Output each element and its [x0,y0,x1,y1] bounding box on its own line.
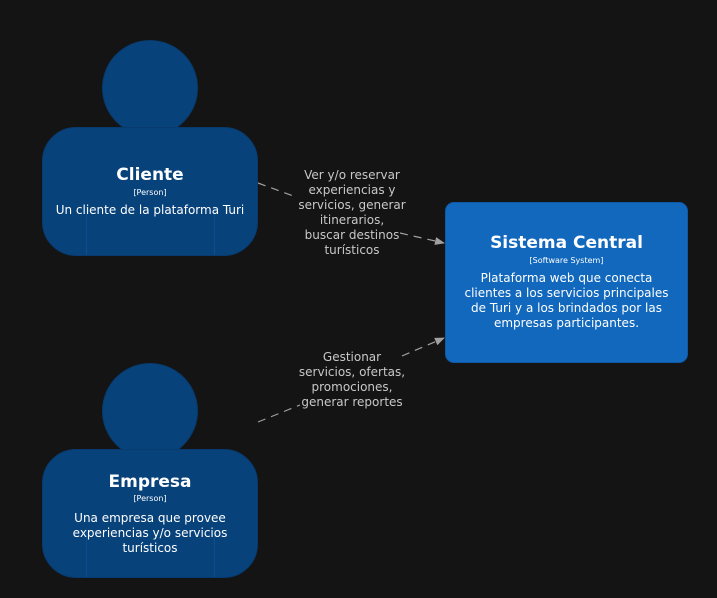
node-type: [Person] [133,188,167,197]
software-system-sistema-central[interactable]: Sistema Central [Software System] Plataf… [445,202,688,363]
node-type: [Software System] [529,256,604,265]
node-description: Un cliente de la plataforma Turi [55,203,245,217]
relationship-label-cliente-sistema: Ver y/o reservar experiencias y servicio… [298,168,406,257]
relationship-line-empresa-sistema [257,404,301,423]
person-icon [102,40,198,136]
relationship-line-cliente-sistema [257,182,297,198]
relationship-label-empresa-sistema: Gestionar servicios, ofertas, promocione… [298,350,406,409]
leg-divider-left [86,528,87,577]
leg-divider-right [214,206,215,255]
relationship-line-empresa-sistema-end [401,337,445,357]
leg-divider-left [86,206,87,255]
relationship-line-cliente-sistema-end [399,232,445,245]
node-type: [Person] [133,494,167,503]
node-title: Cliente [116,165,184,185]
node-title: Sistema Central [490,233,643,253]
person-icon [102,363,198,459]
person-cliente[interactable]: Cliente [Person] Un cliente de la plataf… [42,127,258,256]
person-empresa[interactable]: Empresa [Person] Una empresa que provee … [42,449,258,578]
node-description: Una empresa que provee experiencias y/o … [72,511,228,555]
leg-divider-right [214,528,215,577]
node-description: Plataforma web que conecta clientes a lo… [464,271,669,330]
node-title: Empresa [108,472,192,492]
